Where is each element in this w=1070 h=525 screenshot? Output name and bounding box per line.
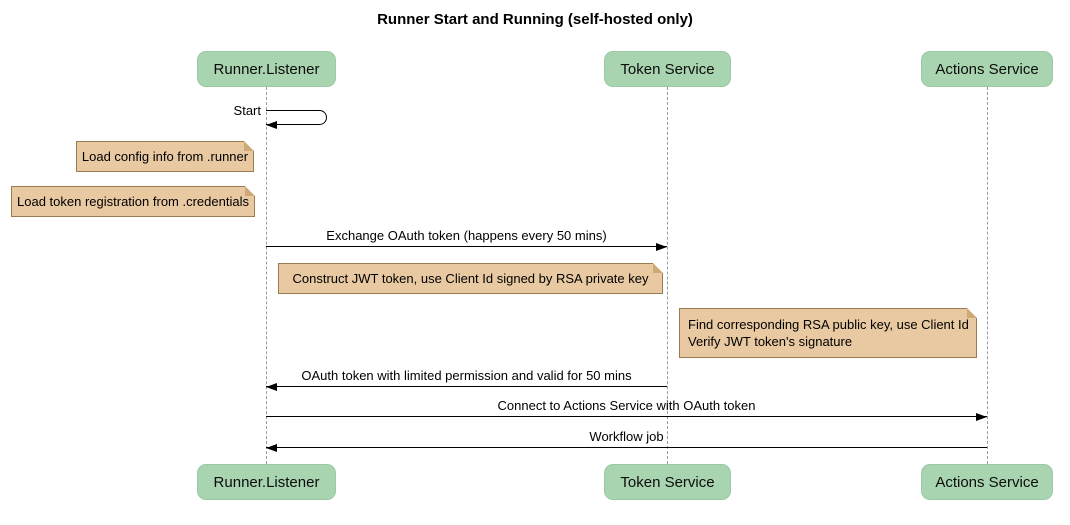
message-line (266, 416, 987, 417)
arrowhead-icon (266, 444, 277, 452)
note-verify-jwt: Find corresponding RSA public key, use C… (679, 308, 977, 358)
note-text: Construct JWT token, use Client Id signe… (292, 271, 649, 286)
self-message-loop-line (266, 110, 327, 125)
note-load-token-registration: Load token registration from .credential… (11, 186, 255, 217)
note-text: Load config info from .runner (81, 149, 249, 164)
participant-token-service-top: Token Service (604, 51, 731, 87)
participant-runner-listener-top: Runner.Listener (197, 51, 336, 87)
participant-actions-service-top: Actions Service (921, 51, 1053, 87)
message-label: Workflow job (589, 429, 664, 444)
message-oauth-token-response: OAuth token with limited permission and … (266, 367, 667, 391)
message-label: Exchange OAuth token (happens every 50 m… (326, 228, 607, 243)
note-load-config: Load config info from .runner (76, 141, 254, 172)
arrowhead-icon (266, 383, 277, 391)
participant-actions-service-bottom: Actions Service (921, 464, 1053, 500)
message-line (266, 447, 987, 448)
message-connect-actions-service: Connect to Actions Service with OAuth to… (266, 397, 987, 421)
arrowhead-icon (656, 243, 667, 251)
message-label: Start (233, 103, 261, 118)
note-text-line-2: Verify JWT token's signature (688, 334, 853, 349)
lifeline-token-service (667, 87, 668, 464)
arrowhead-icon (976, 413, 987, 421)
note-text: Load token registration from .credential… (17, 194, 249, 209)
message-label: OAuth token with limited permission and … (301, 368, 632, 383)
participant-runner-listener-bottom: Runner.Listener (197, 464, 336, 500)
arrowhead-icon (266, 121, 277, 129)
lifeline-actions-service (987, 87, 988, 464)
diagram-title: Runner Start and Running (self-hosted on… (377, 11, 693, 28)
message-line (266, 386, 667, 387)
note-text-line-1: Find corresponding RSA public key, use C… (688, 317, 969, 332)
note-construct-jwt: Construct JWT token, use Client Id signe… (278, 263, 663, 294)
message-label: Connect to Actions Service with OAuth to… (497, 398, 756, 413)
lifeline-runner-listener (266, 87, 267, 464)
participant-token-service-bottom: Token Service (604, 464, 731, 500)
message-exchange-oauth-token: Exchange OAuth token (happens every 50 m… (266, 227, 667, 251)
message-line (266, 246, 667, 247)
message-workflow-job: Workflow job (266, 428, 987, 452)
